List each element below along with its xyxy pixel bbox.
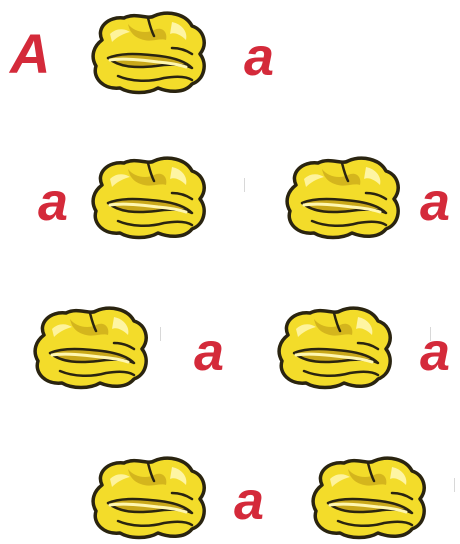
allele-label: a: [234, 474, 264, 528]
fruit-icon: [282, 155, 404, 241]
divider-mark: [160, 327, 161, 341]
fruit-icon: [274, 305, 396, 391]
allele-label: A: [10, 26, 50, 82]
divider-mark: [454, 478, 455, 492]
fruit-icon: [308, 455, 430, 541]
divider-mark: [244, 178, 245, 192]
allele-label: a: [194, 325, 224, 379]
allele-label: a: [420, 325, 450, 379]
allele-label: a: [38, 175, 68, 229]
fruit-icon: [88, 455, 210, 541]
allele-label: a: [244, 30, 274, 84]
fruit-icon: [88, 155, 210, 241]
allele-label: a: [420, 175, 450, 229]
fruit-icon: [88, 10, 210, 96]
fruit-icon: [30, 305, 152, 391]
